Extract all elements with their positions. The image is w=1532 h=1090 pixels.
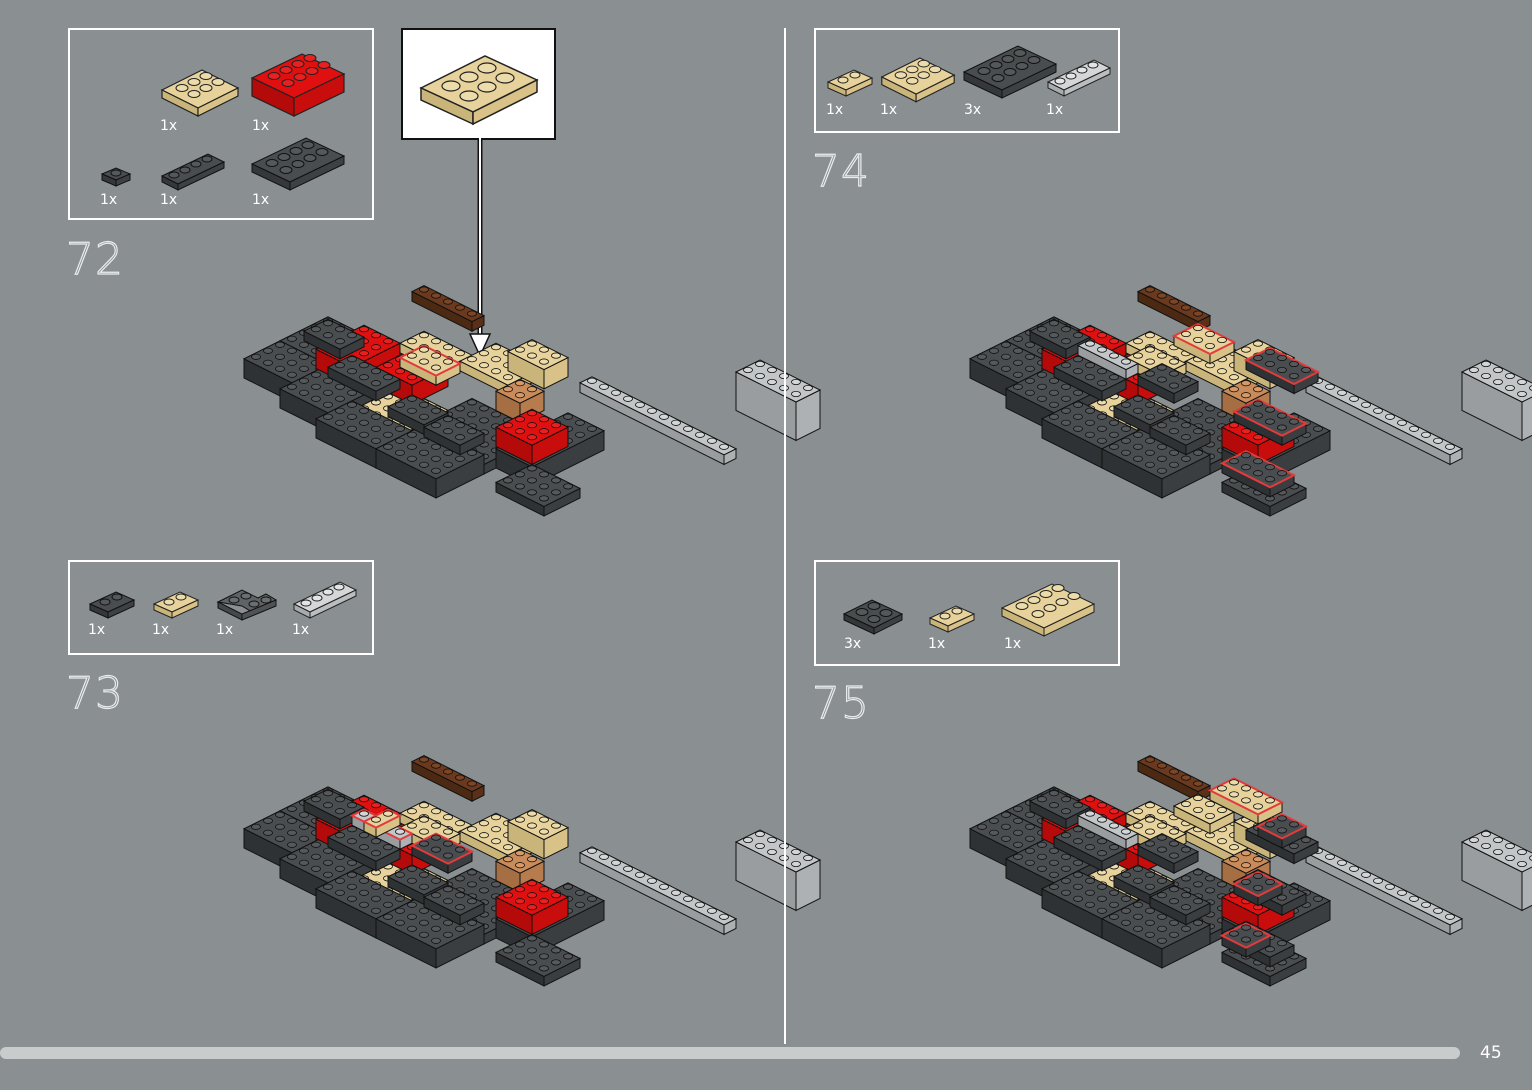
model-brick [1462,830,1532,910]
part-tan-plate-1x2 [150,584,202,622]
model-brick [1306,377,1462,465]
column-divider [784,28,786,1044]
part-qty: 1x [826,102,843,118]
part-red-brick-2x4 [250,46,346,118]
model-step-73 [100,620,780,1020]
progress-bar [0,1047,1460,1059]
part-qty: 1x [160,118,177,134]
model-brick [580,377,736,465]
model-step-72 [100,150,780,550]
model-brick [1306,847,1462,935]
model-brick [412,286,484,332]
part-dark-gray-plate-1x2 [86,584,138,622]
model-step-74 [826,150,1506,550]
part-light-gray-plate-1x4 [290,578,360,622]
part-qty: 3x [964,102,981,118]
callout-box-step-72 [401,28,556,140]
part-dark-gray-corner-plate [214,582,280,624]
part-tan-plate-2x3 [878,50,958,104]
part-tan-plate-1x2 [824,62,876,100]
callout-tan-plate-2x3 [417,44,541,128]
part-qty: 1x [880,102,897,118]
model-brick [1462,360,1532,440]
part-light-gray-plate-1x4 [1044,56,1114,100]
model-brick [412,756,484,802]
parts-list-step-74: 1x 1x 3x 1x [814,28,1120,133]
model-step-75 [826,620,1506,1020]
model-brick [736,830,820,910]
page-number: 45 [1480,1043,1502,1063]
model-brick [736,360,820,440]
part-tan-plate-2x3 [158,62,242,118]
part-qty: 1x [1046,102,1063,118]
part-qty: 1x [252,118,269,134]
model-brick [580,847,736,935]
